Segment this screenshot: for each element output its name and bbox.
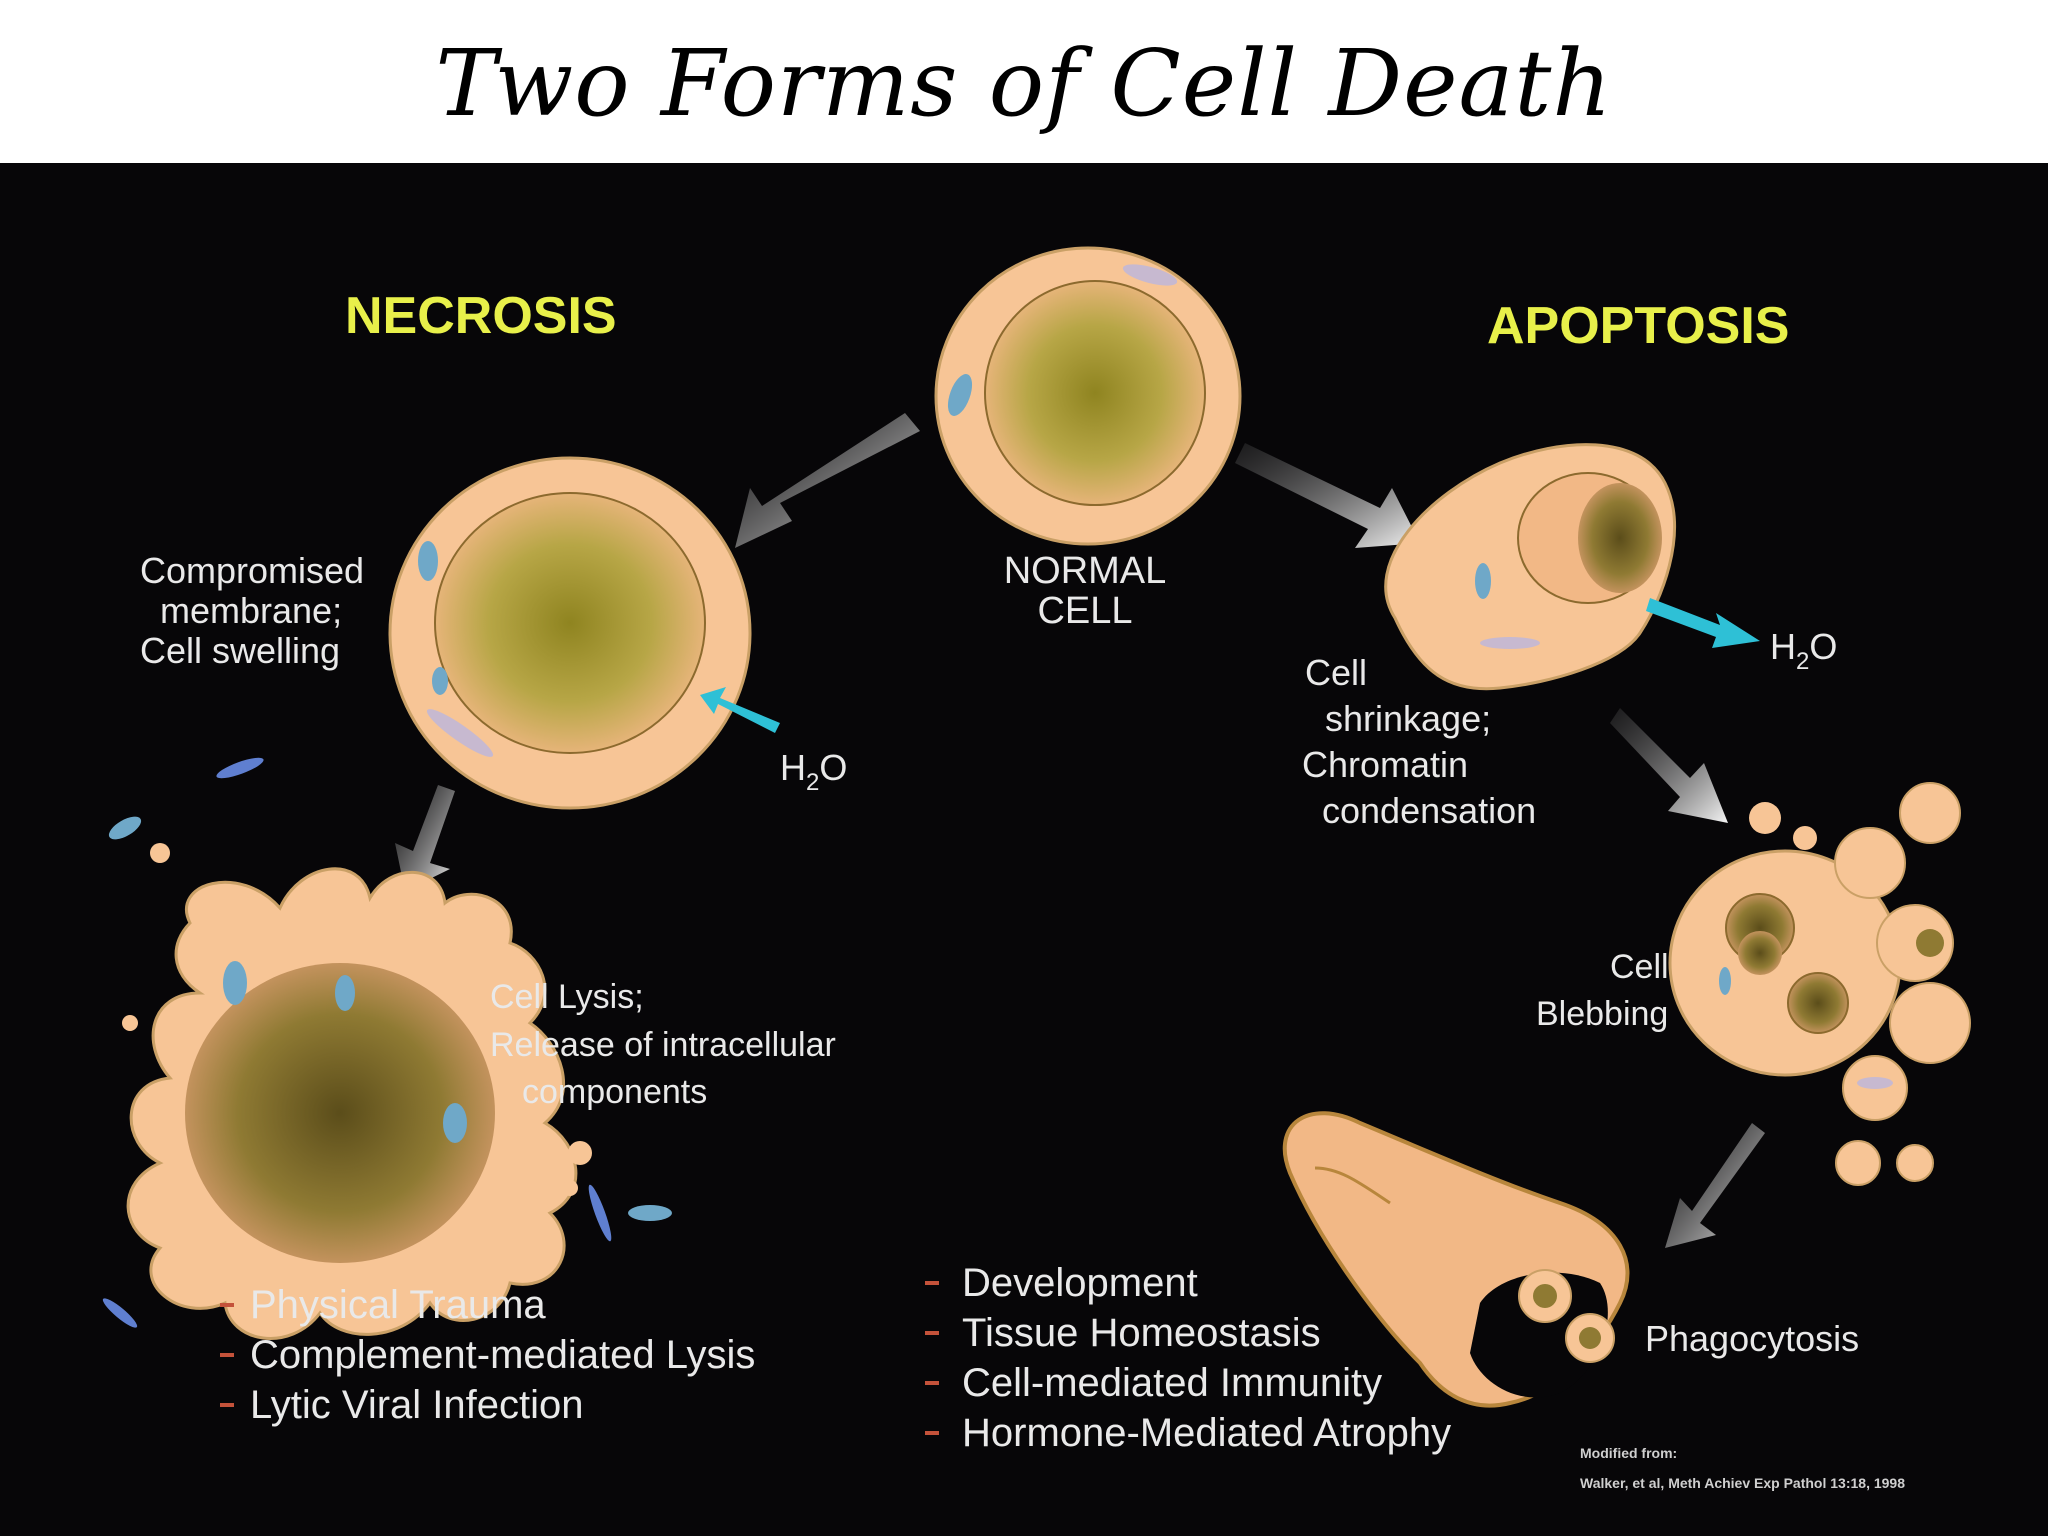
shrinkage-label-1: Cell [1305, 652, 1367, 693]
necrosis-cause: Physical Trauma [250, 1283, 546, 1327]
phagocytosis-label: Phagocytosis [1645, 1318, 1859, 1359]
blebbing-label-2: Blebbing [1536, 995, 1668, 1033]
cell-death-diagram: NECROSIS APOPTOSIS NORMAL CELL H2O Compr… [0, 163, 2048, 1536]
swelling-label-2: membrane; [160, 590, 342, 631]
apoptosis-cause: Cell-mediated Immunity [962, 1361, 1382, 1405]
arrow-to-blebbing [1610, 708, 1728, 823]
lysis-label-2: Release of intracellular [490, 1026, 836, 1064]
normal-cell [934, 246, 1242, 546]
lysed-cell [102, 757, 672, 1340]
water-efflux-arrow [1646, 598, 1760, 648]
arrow-to-necrosis [735, 413, 920, 548]
shrunken-cell [1384, 443, 1676, 691]
lysis-label-3: components [522, 1073, 707, 1111]
apoptosis-cause: Hormone-Mediated Atrophy [962, 1411, 1451, 1455]
necrosis-h2o: H2O [780, 747, 847, 796]
necrosis-cause: Complement-mediated Lysis [250, 1333, 755, 1377]
arrow-to-lysis [395, 785, 455, 891]
swelling-label-3: Cell swelling [140, 630, 340, 671]
lysis-label-1: Cell Lysis; [490, 978, 644, 1016]
water-influx-arrow [700, 687, 780, 733]
necrosis-heading: NECROSIS [345, 287, 617, 345]
shrinkage-label-3: Chromatin [1302, 744, 1468, 785]
apoptosis-h2o: H2O [1770, 626, 1837, 675]
apoptosis-causes-list: Development Tissue Homeostasis Cell-medi… [925, 1261, 1451, 1455]
arrow-to-phagocytosis [1665, 1123, 1765, 1248]
swollen-cell [388, 456, 752, 810]
slide-title: Two Forms of Cell Death [435, 30, 1613, 137]
shrinkage-label-4: condensation [1322, 790, 1536, 831]
arrow-to-apoptosis [1235, 443, 1420, 548]
normal-cell-label-1: NORMAL [1004, 550, 1167, 592]
shrinkage-label-2: shrinkage; [1325, 698, 1491, 739]
necrosis-causes-list: Physical Trauma Complement-mediated Lysi… [220, 1283, 755, 1427]
blebbing-label-1: Cell [1610, 948, 1669, 986]
necrosis-cause: Lytic Viral Infection [250, 1383, 584, 1427]
apoptosis-cause: Tissue Homeostasis [962, 1311, 1321, 1355]
diagram-canvas: NECROSIS APOPTOSIS NORMAL CELL H2O Compr… [102, 246, 1971, 1491]
swelling-label-1: Compromised [140, 550, 364, 591]
phagocyte [1282, 1111, 1630, 1408]
blebbing-cell [1668, 782, 1971, 1186]
apoptosis-heading: APOPTOSIS [1487, 297, 1789, 355]
apoptosis-cause: Development [962, 1261, 1198, 1305]
normal-cell-label-2: CELL [1037, 590, 1132, 632]
credit-line-2: Walker, et al, Meth Achiev Exp Pathol 13… [1580, 1475, 1905, 1491]
credit-line-1: Modified from: [1580, 1445, 1677, 1461]
